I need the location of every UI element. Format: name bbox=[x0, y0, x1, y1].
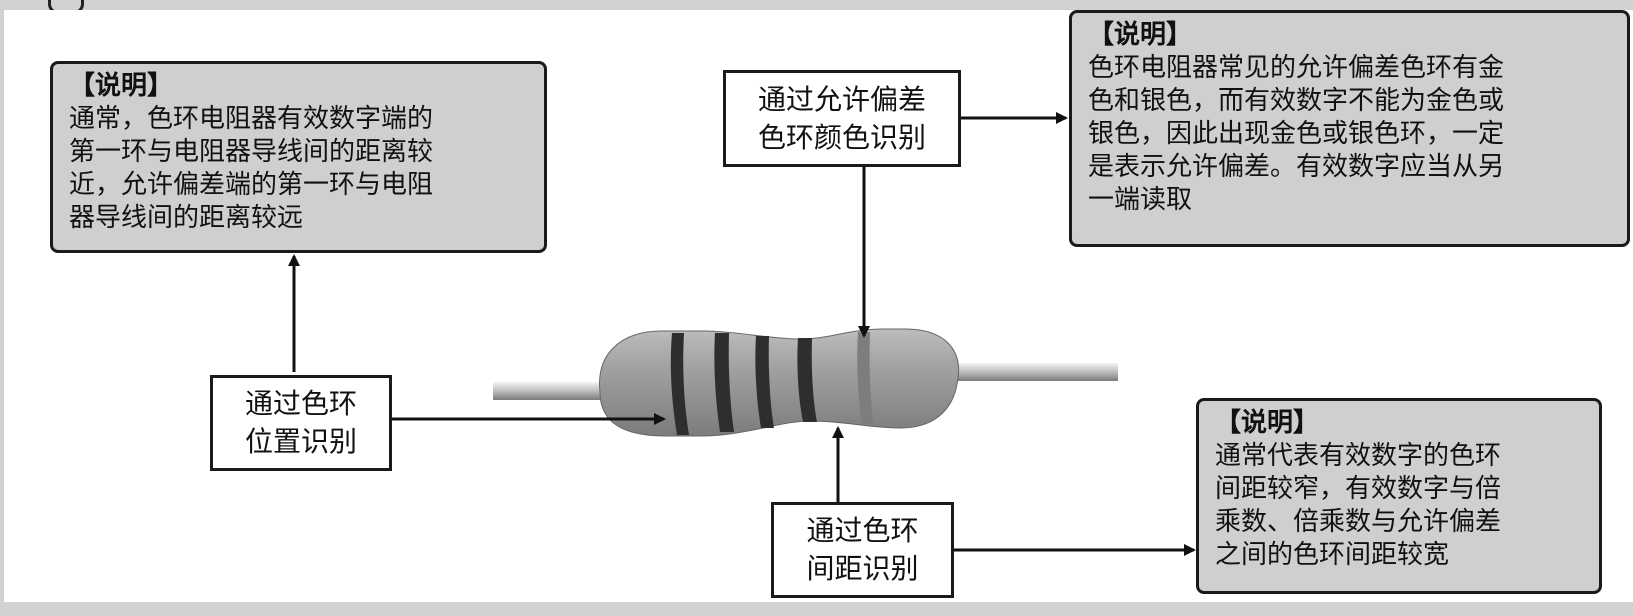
note-top-right-title: 【说明】 bbox=[1088, 20, 1193, 50]
note-left: 【说明】 通常，色环电阻器有效数字端的 第一环与电阻器导线间的距离较 近，允许偏… bbox=[50, 61, 547, 253]
note-bottom-right-line: 通常代表有效数字的色环 bbox=[1215, 441, 1502, 471]
note-bottom-right-title: 【说明】 bbox=[1215, 408, 1320, 438]
tolerance-band bbox=[857, 332, 874, 424]
label-tolerance-line: 色环颜色识别 bbox=[757, 120, 926, 154]
note-left-line: 近，允许偏差端的第一环与电阻 bbox=[69, 170, 434, 200]
label-position-line: 通过色环 bbox=[244, 387, 357, 420]
label-tolerance-line: 通过允许偏差 bbox=[757, 82, 926, 116]
note-bottom-right: 【说明】 通常代表有效数字的色环 间距较窄，有效数字与倍 乘数、倍乘数与允许偏差… bbox=[1196, 398, 1602, 594]
note-left-title: 【说明】 bbox=[69, 71, 174, 101]
note-top-right-line: 是表示允许偏差。有效数字应当从另 bbox=[1088, 152, 1505, 182]
note-top-right: 【说明】 色环电阻器常见的允许偏差色环有金 色和银色，而有效数字不能为金色或 银… bbox=[1069, 10, 1630, 247]
color-band-1 bbox=[670, 333, 689, 435]
resistor-lead-left bbox=[493, 382, 628, 400]
note-top-right-line: 色环电阻器常见的允许偏差色环有金 bbox=[1088, 53, 1505, 83]
note-top-right-line: 银色，因此出现金色或银色环，一定 bbox=[1088, 119, 1505, 149]
resistor-lead-right bbox=[930, 363, 1118, 381]
label-spacing-identification: 通过色环 间距识别 bbox=[771, 502, 954, 598]
note-left-line: 第一环与电阻器导线间的距离较 bbox=[69, 137, 434, 167]
label-position-identification: 通过色环 位置识别 bbox=[210, 375, 392, 471]
label-spacing-line: 通过色环 bbox=[806, 514, 919, 547]
note-left-line: 器导线间的距离较远 bbox=[69, 203, 304, 233]
note-bottom-right-line: 之间的色环间距较宽 bbox=[1215, 540, 1450, 570]
color-band-2 bbox=[714, 333, 734, 432]
label-position-line: 位置识别 bbox=[244, 425, 357, 458]
label-spacing-line: 间距识别 bbox=[806, 552, 919, 585]
note-left-line: 通常，色环电阻器有效数字端的 bbox=[69, 104, 434, 134]
top-border bbox=[0, 0, 1633, 10]
note-top-right-line: 色和银色，而有效数字不能为金色或 bbox=[1088, 86, 1505, 116]
resistor bbox=[493, 328, 1118, 437]
color-band-4 bbox=[797, 338, 817, 422]
note-bottom-right-line: 乘数、倍乘数与允许偏差 bbox=[1215, 507, 1502, 537]
note-bottom-right-line: 间距较窄，有效数字与倍 bbox=[1215, 474, 1502, 504]
note-top-right-line: 一端读取 bbox=[1088, 185, 1193, 215]
label-tolerance-identification: 通过允许偏差 色环颜色识别 bbox=[723, 70, 961, 167]
color-band-3 bbox=[755, 336, 774, 428]
